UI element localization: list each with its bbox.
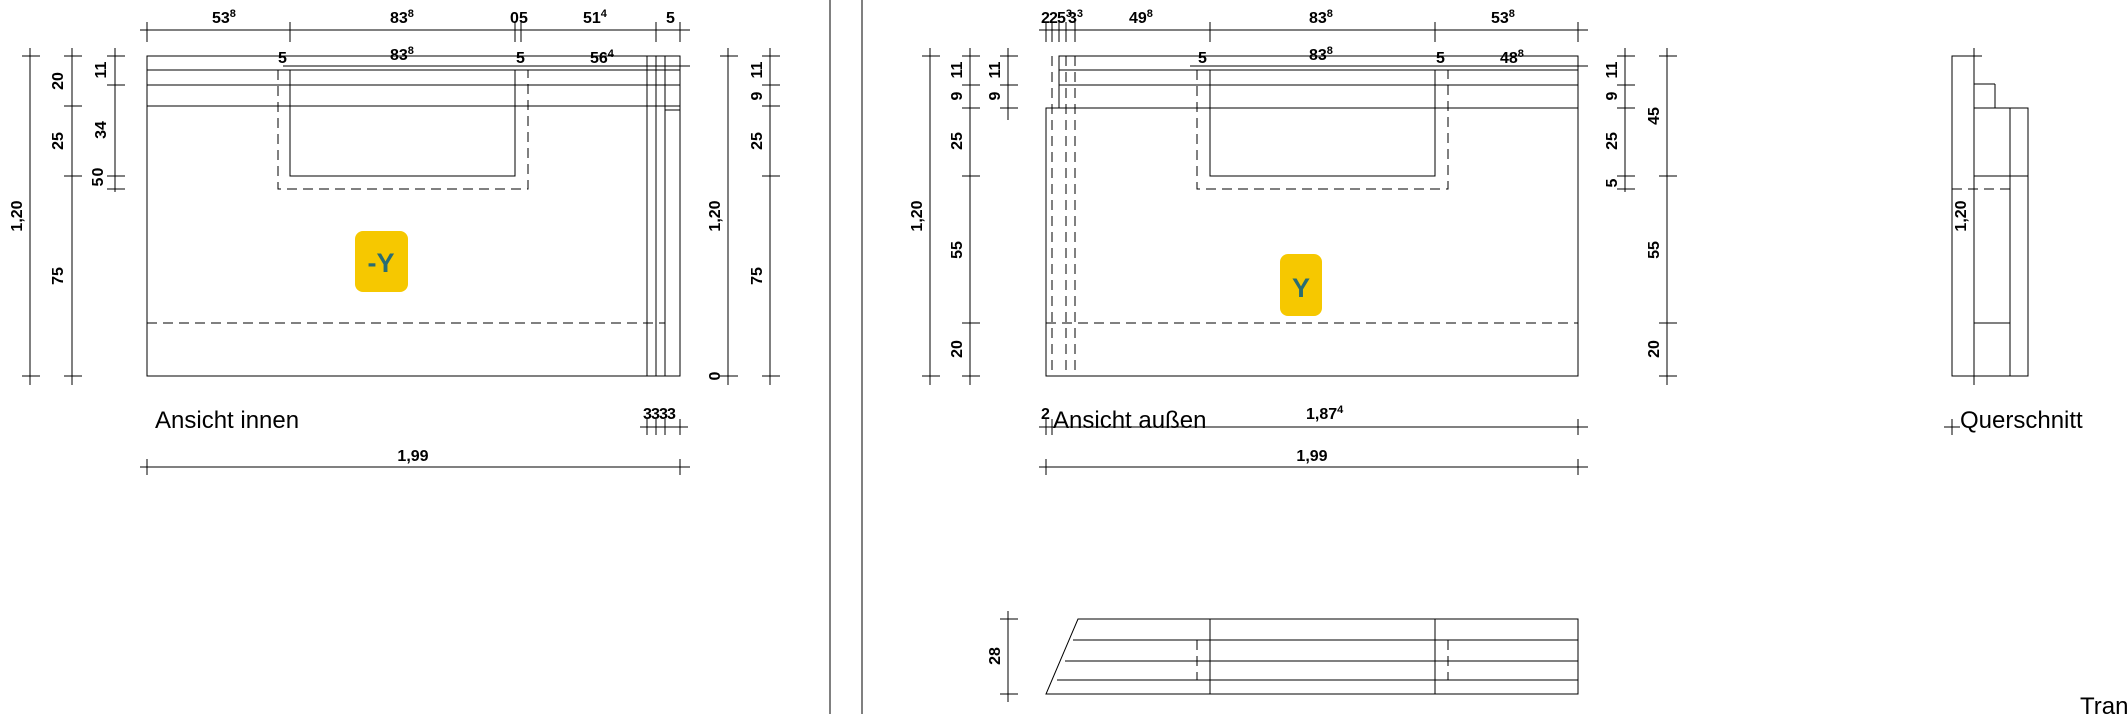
inner-second-dim-1: 5 (278, 50, 287, 67)
inner-window-opening (289, 69, 516, 177)
section-view-title: Querschnitt (1960, 407, 2083, 434)
outer-top-ticks (1045, 22, 1579, 42)
outer-badge-label: Y (1292, 273, 1310, 303)
inner-total-dim: 1,99 (397, 448, 428, 465)
outer-left-inner-dim-2: 9 (987, 91, 1004, 100)
inner-left-mid-dim-2: 25 (50, 132, 67, 150)
inner-bottom-dim-1: 3 (643, 406, 652, 423)
section-height-dim: 1,20 (1953, 200, 1970, 231)
outer-window-opening (1209, 69, 1436, 177)
inner-bottom-dim-3: 3 (659, 406, 668, 423)
outer-top-dim-2: 2 (1049, 10, 1058, 27)
outer-right-inner-dim-3: 25 (1604, 132, 1621, 150)
section-view: 1,20 Querschnitt (1944, 48, 2083, 435)
inner-top-dim-6: 5 (666, 10, 675, 27)
inner-view: -Y Ansicht innen 538 838 0 5 514 5 5 838… (9, 8, 780, 475)
outer-left-mid-dim-3: 25 (949, 132, 966, 150)
outer-top-dim-5: 498 (1129, 8, 1153, 27)
outer-view-title: Ansicht außen (1053, 407, 1206, 434)
inner-right-mid-dim: 1,20 (707, 200, 724, 231)
inner-bottom-dim-4: 3 (667, 406, 676, 423)
inner-left-outer-dim: 1,20 (9, 200, 26, 231)
outer-right-outer-dim-3: 20 (1646, 340, 1663, 358)
inner-bottom-dim-2: 3 (651, 406, 660, 423)
outer-second-dim-1: 5 (1198, 50, 1207, 67)
inner-right-outer-dim-4: 75 (749, 267, 766, 285)
outer-left-mid-dim-2: 9 (949, 91, 966, 100)
inner-right-outer-dim-3: 25 (749, 132, 766, 150)
inner-badge-label: -Y (368, 248, 395, 278)
outer-left-mid-dim-4: 55 (949, 241, 966, 259)
inner-badge (355, 231, 408, 292)
outer-right-outer-dim-1: 45 (1646, 107, 1663, 125)
plan-depth-dim: 28 (987, 647, 1004, 665)
outer-left-mid-dim-5: 20 (949, 340, 966, 358)
inner-top-dim-5: 514 (583, 8, 608, 27)
outer-right-inner-dim-4: 5 (1604, 178, 1621, 187)
outer-right-outer-dim-2: 55 (1646, 241, 1663, 259)
outer-panel-outline (1045, 107, 1579, 377)
inner-second-dim-3: 5 (516, 50, 525, 67)
inner-second-dim-4: 564 (590, 48, 615, 67)
outer-second-dim-3: 5 (1436, 50, 1445, 67)
outer-left-mid-dim-1: 11 (949, 61, 966, 78)
outer-right-inner-dim-1: 11 (1604, 61, 1621, 78)
outer-second-dim-4: 488 (1500, 48, 1524, 67)
outer-mid-dim: 1,874 (1306, 404, 1344, 423)
inner-left-inner-dim-4: 0 (90, 167, 107, 176)
outer-top-dim-1: 2 (1041, 10, 1050, 27)
outer-badge (1280, 254, 1322, 316)
plan-outline (1045, 618, 1579, 695)
inner-right-outer-dim-5: 0 (707, 371, 724, 380)
inner-view-title: Ansicht innen (155, 407, 299, 434)
outer-top-dim-3: 53 (1057, 8, 1072, 27)
outer-top-dim-6: 838 (1309, 8, 1333, 27)
inner-right-outer-dim-2: 9 (749, 91, 766, 100)
inner-left-inner-dim-2: 34 (93, 121, 110, 139)
outer-top-dim-7: 538 (1491, 8, 1515, 27)
inner-second-dim-2: 838 (390, 45, 414, 64)
inner-left-mid-dim-3: 75 (50, 267, 67, 285)
inner-left-inner-dim-3: 5 (90, 177, 107, 186)
inner-left-mid-dim-1: 20 (50, 72, 67, 90)
outer-left-inner-dim-1: 11 (987, 61, 1004, 78)
outer-bottom-small-dim: 2 (1041, 406, 1050, 423)
inner-top-dim-1: 538 (212, 8, 236, 27)
inner-top-dim-3: 0 (510, 10, 519, 27)
outer-top-dim-4: 33 (1068, 8, 1083, 27)
outer-view: Y Ansicht außen 2 2 53 33 498 838 538 5 … (909, 8, 1677, 475)
outer-window-hidden (1196, 70, 1449, 190)
outer-total-dim: 1,99 (1296, 448, 1327, 465)
inner-panel-outline (146, 55, 681, 377)
inner-left-inner-dim-1: 11 (93, 61, 110, 78)
inner-top-dim-2: 838 (390, 8, 414, 27)
inner-window-hidden (277, 70, 529, 190)
inner-right-outer-dim-1: 11 (749, 61, 766, 78)
inner-top-ticks (146, 22, 681, 42)
footer-text: Trans (2080, 693, 2128, 714)
outer-right-inner-dim-2: 9 (1604, 91, 1621, 100)
plan-view: 28 (987, 611, 1579, 702)
inner-top-dim-4: 5 (519, 10, 528, 27)
outer-second-dim-2: 838 (1309, 45, 1333, 64)
outer-left-outer-dim: 1,20 (909, 200, 926, 231)
